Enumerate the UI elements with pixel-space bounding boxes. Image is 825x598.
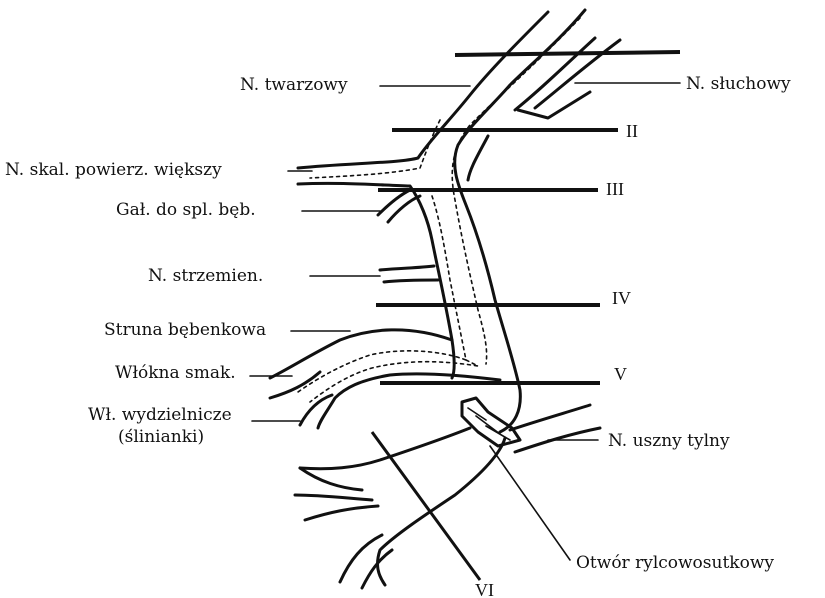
terminal-branch-upper — [295, 468, 372, 500]
label-wl-wydzielnicze: Wł. wydzielnicze — [88, 405, 232, 425]
terminal-branch-lower — [340, 535, 392, 588]
section-labels: II III IV V VI — [475, 121, 638, 598]
section-line-top — [455, 52, 680, 55]
label-struna-bebenkowa: Struna bębenkowa — [104, 320, 266, 340]
stapedius-branch — [380, 266, 438, 282]
trunk-right-edge — [455, 10, 585, 432]
lower-trunk-right-edge — [378, 438, 505, 585]
label-n-uszny-tylny: N. uszny tylny — [608, 431, 730, 451]
label-gal-spl-beb: Gał. do spl. bęb. — [116, 200, 256, 220]
section-line-VI — [372, 432, 480, 580]
leader-otwor — [490, 446, 570, 560]
section-label-V: V — [614, 364, 627, 384]
label-otwor-rylcowosutkowy: Otwór rylcowosutkowy — [576, 553, 774, 573]
tympanic-plexus-branch — [378, 190, 420, 222]
posterior-auricular-nerve — [510, 405, 600, 452]
section-label-II: II — [626, 121, 638, 141]
section-label-VI: VI — [475, 580, 494, 598]
label-n-skalisty: N. skal. powierz. większy — [5, 160, 222, 180]
label-wlokna-smak: Włókna smak. — [115, 363, 236, 383]
label-slinianki: (ślinianki) — [118, 427, 204, 447]
labels: N. twarzowy N. słuchowy N. skal. powierz… — [5, 74, 791, 573]
auditory-nerve-left-edge — [515, 38, 595, 110]
label-n-twarzowy: N. twarzowy — [240, 75, 348, 95]
section-label-III: III — [606, 179, 624, 199]
terminal-branch-middle — [305, 506, 378, 520]
facial-nerve-trunk — [270, 10, 620, 588]
section-label-IV: IV — [612, 288, 631, 308]
label-n-strzemien: N. strzemien. — [148, 266, 263, 286]
label-n-sluchowy: N. słuchowy — [686, 74, 791, 94]
canal-right-edge — [468, 136, 488, 180]
chorda-tympani-upper-edge — [270, 330, 452, 378]
